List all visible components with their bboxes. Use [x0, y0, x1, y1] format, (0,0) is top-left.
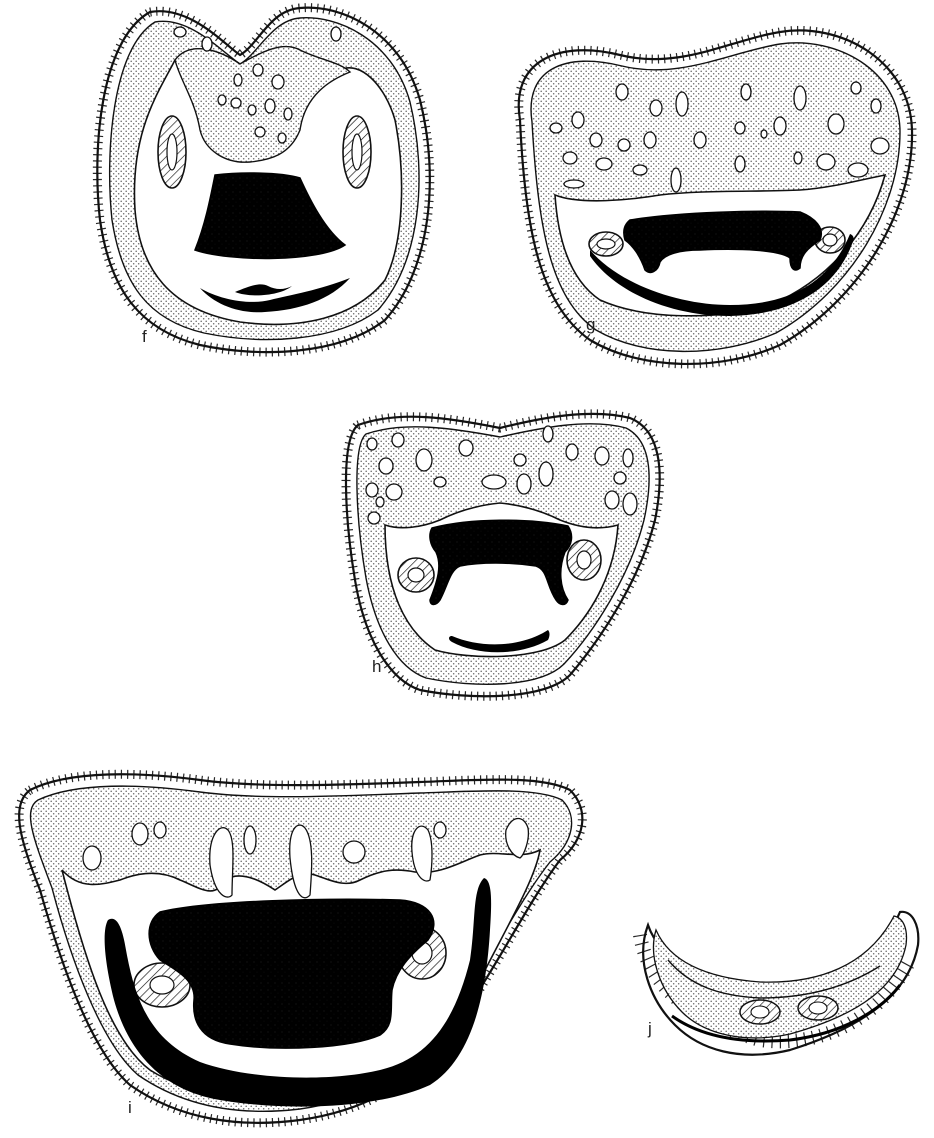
panel-j-vascular-bundle-left-core: [751, 1006, 769, 1018]
panel-i-label: i: [128, 1098, 132, 1117]
panel-j-vascular-bundle-right-core: [809, 1002, 827, 1014]
panel-i: i: [19, 774, 582, 1123]
panel-f-vascular-bundle-right-core: [352, 134, 362, 170]
panel-g-vascular-bundle-left-core: [597, 239, 615, 249]
panel-f-vascular-bundle-left-core: [167, 134, 177, 170]
panel-j: j: [640, 912, 918, 1055]
panel-g: g: [519, 30, 912, 364]
panel-j-label: j: [647, 1019, 652, 1038]
panel-f: f: [97, 8, 430, 352]
panel-h-vascular-bundle-left-core: [408, 568, 424, 582]
panel-h-label: h: [372, 657, 381, 676]
panel-i-vascular-bundle-left-core: [150, 976, 174, 994]
panel-g-label: g: [586, 315, 595, 334]
panel-f-label: f: [142, 327, 147, 346]
panel-h: h: [346, 414, 660, 696]
panel-g-vascular-bundle-right-core: [823, 234, 837, 246]
panel-h-vascular-bundle-right-core: [577, 551, 591, 569]
